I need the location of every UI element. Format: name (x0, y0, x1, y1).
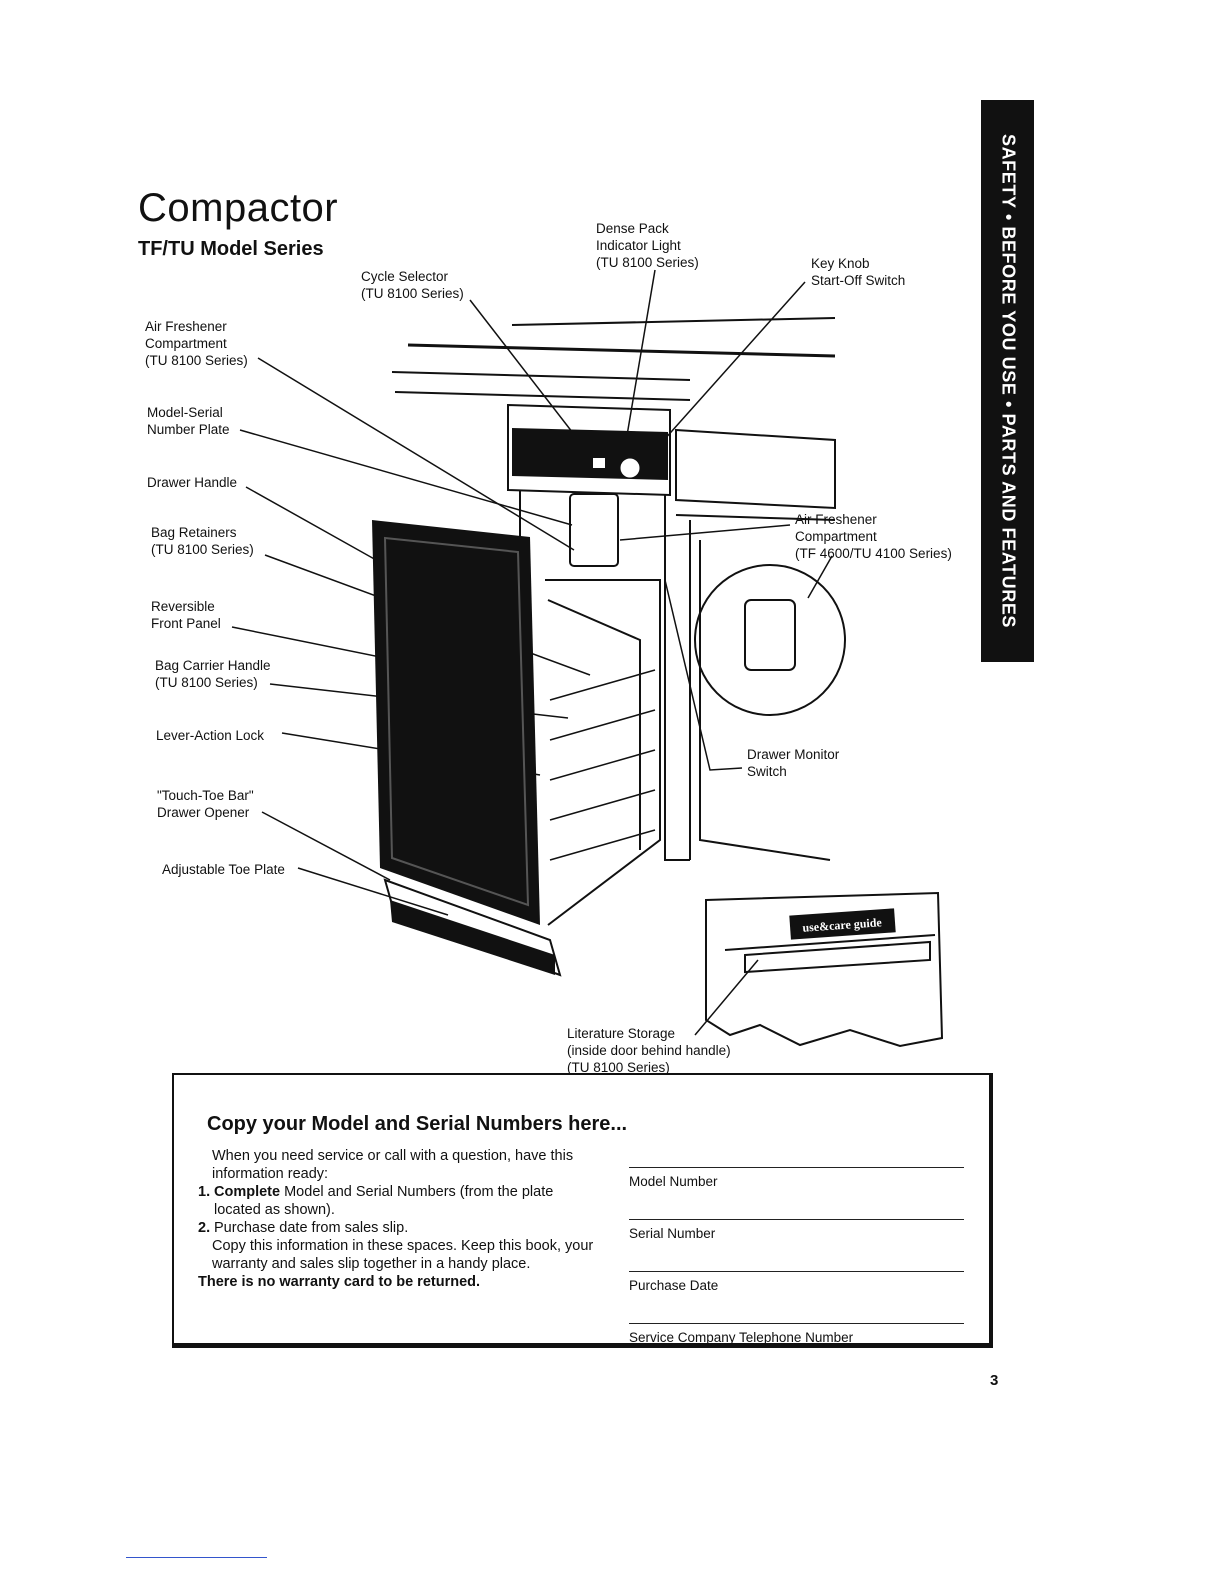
front-panel-inset (383, 536, 530, 907)
control-panel-outline (507, 403, 671, 497)
leader-air-freshener-right (619, 524, 791, 541)
literature-inset-outline (705, 891, 944, 1048)
label-lever-action-lock: Lever-Action Lock (156, 728, 265, 743)
magnifier-circle (694, 564, 846, 716)
label-cycle-selector: Cycle Selector (TU 8100 Series) (361, 269, 464, 301)
record-intro: When you need service or call with a que… (212, 1148, 574, 1182)
front-panel-fill (372, 520, 540, 925)
section-side-tab: SAFETY • BEFORE YOU USE • PARTS AND FEAT… (981, 100, 1034, 662)
leader-drawer-handle (245, 486, 386, 566)
drawer-box-outline (545, 579, 661, 926)
footer-rule (126, 1557, 267, 1558)
leader-air-freshener (257, 357, 575, 551)
model-serial-record-box: Copy your Model and Serial Numbers here.… (172, 1073, 993, 1348)
record-step-2-text: Purchase date from sales slip. (214, 1220, 409, 1236)
purchase-date-field[interactable]: Purchase Date (629, 1271, 964, 1293)
label-reversible-front-panel: Reversible Front Panel (151, 599, 221, 631)
leader-magnifier (807, 555, 833, 599)
leader-model-plate (239, 429, 573, 526)
counter-edge-line (391, 371, 691, 381)
air-freshener-front-box (569, 493, 619, 567)
leader-toe-plate (297, 867, 449, 916)
label-drawer-monitor: Drawer Monitor Switch (747, 747, 840, 779)
label-literature-storage: Literature Storage (inside door behind h… (567, 1026, 731, 1075)
record-no-card-note: There is no warranty card to be returned… (198, 1274, 481, 1290)
leader-drawer-monitor (664, 579, 743, 771)
record-step-2-number: 2. (198, 1220, 211, 1236)
record-box-heading: Copy your Model and Serial Numbers here.… (207, 1113, 628, 1135)
record-step-1-bold: Complete (214, 1184, 281, 1200)
use-care-guide-text: use&care guide (802, 915, 883, 935)
cabinet-frame-line (664, 495, 690, 861)
label-air-freshener-right: Air Freshener Compartment (TF 4600/TU 41… (795, 512, 952, 561)
leader-front-panel (231, 626, 396, 661)
side-drawer-outline (675, 428, 836, 510)
label-touch-toe-bar: "Touch-Toe Bar" Drawer Opener (157, 788, 254, 820)
literature-inset-line (724, 934, 936, 951)
literature-handle (744, 940, 931, 974)
model-number-field[interactable]: Model Number (629, 1167, 964, 1189)
label-bag-carrier-handle: Bag Carrier Handle (TU 8100 Series) (155, 658, 271, 690)
dense-pack-light (593, 458, 605, 468)
cabinet-frame-line (699, 540, 831, 861)
label-air-freshener-top: Air Freshener Compartment (TU 8100 Serie… (145, 319, 248, 368)
counter-edge-line (511, 317, 836, 326)
record-copy-note: Copy this information in these spaces. K… (212, 1238, 594, 1272)
toe-plate-fill (390, 900, 555, 975)
leader-toe-bar (261, 811, 391, 881)
key-knob-dial (620, 458, 640, 478)
serial-number-field[interactable]: Serial Number (629, 1219, 964, 1241)
drawer-slat-lines (549, 669, 656, 861)
label-dense-pack: Dense Pack Indicator Light (TU 8100 Seri… (596, 221, 699, 270)
counter-edge-line (407, 343, 836, 358)
magnifier-freshener-box (744, 599, 796, 671)
page-subtitle: TF/TU Model Series (138, 238, 324, 260)
label-drawer-handle: Drawer Handle (147, 475, 238, 490)
use-care-guide-badge (789, 908, 896, 940)
record-step-1-text: Model and Serial Numbers (from the plate… (214, 1184, 554, 1218)
record-step-1-number: 1. (198, 1184, 211, 1200)
counter-edge-line (394, 391, 691, 401)
record-step-1: 1. Complete Model and Serial Numbers (fr… (198, 1183, 598, 1219)
control-panel-band (512, 428, 668, 480)
service-phone-field[interactable]: Service Company Telephone Number (629, 1323, 964, 1345)
label-adjustable-toe-plate: Adjustable Toe Plate (162, 862, 285, 877)
leader-literature (694, 959, 759, 1036)
record-step-2: 2. Purchase date from sales slip. (198, 1219, 598, 1237)
page-title: Compactor (138, 186, 339, 230)
page-number: 3 (990, 1372, 999, 1389)
record-box-instructions: When you need service or call with a que… (198, 1147, 598, 1291)
label-model-serial-plate: Model-Serial Number Plate (147, 405, 230, 437)
label-bag-retainers: Bag Retainers (TU 8100 Series) (151, 525, 254, 557)
cabinet-frame-line (675, 514, 836, 521)
label-key-knob: Key Knob Start-Off Switch (811, 256, 906, 288)
drawer-box-inner (547, 599, 641, 850)
